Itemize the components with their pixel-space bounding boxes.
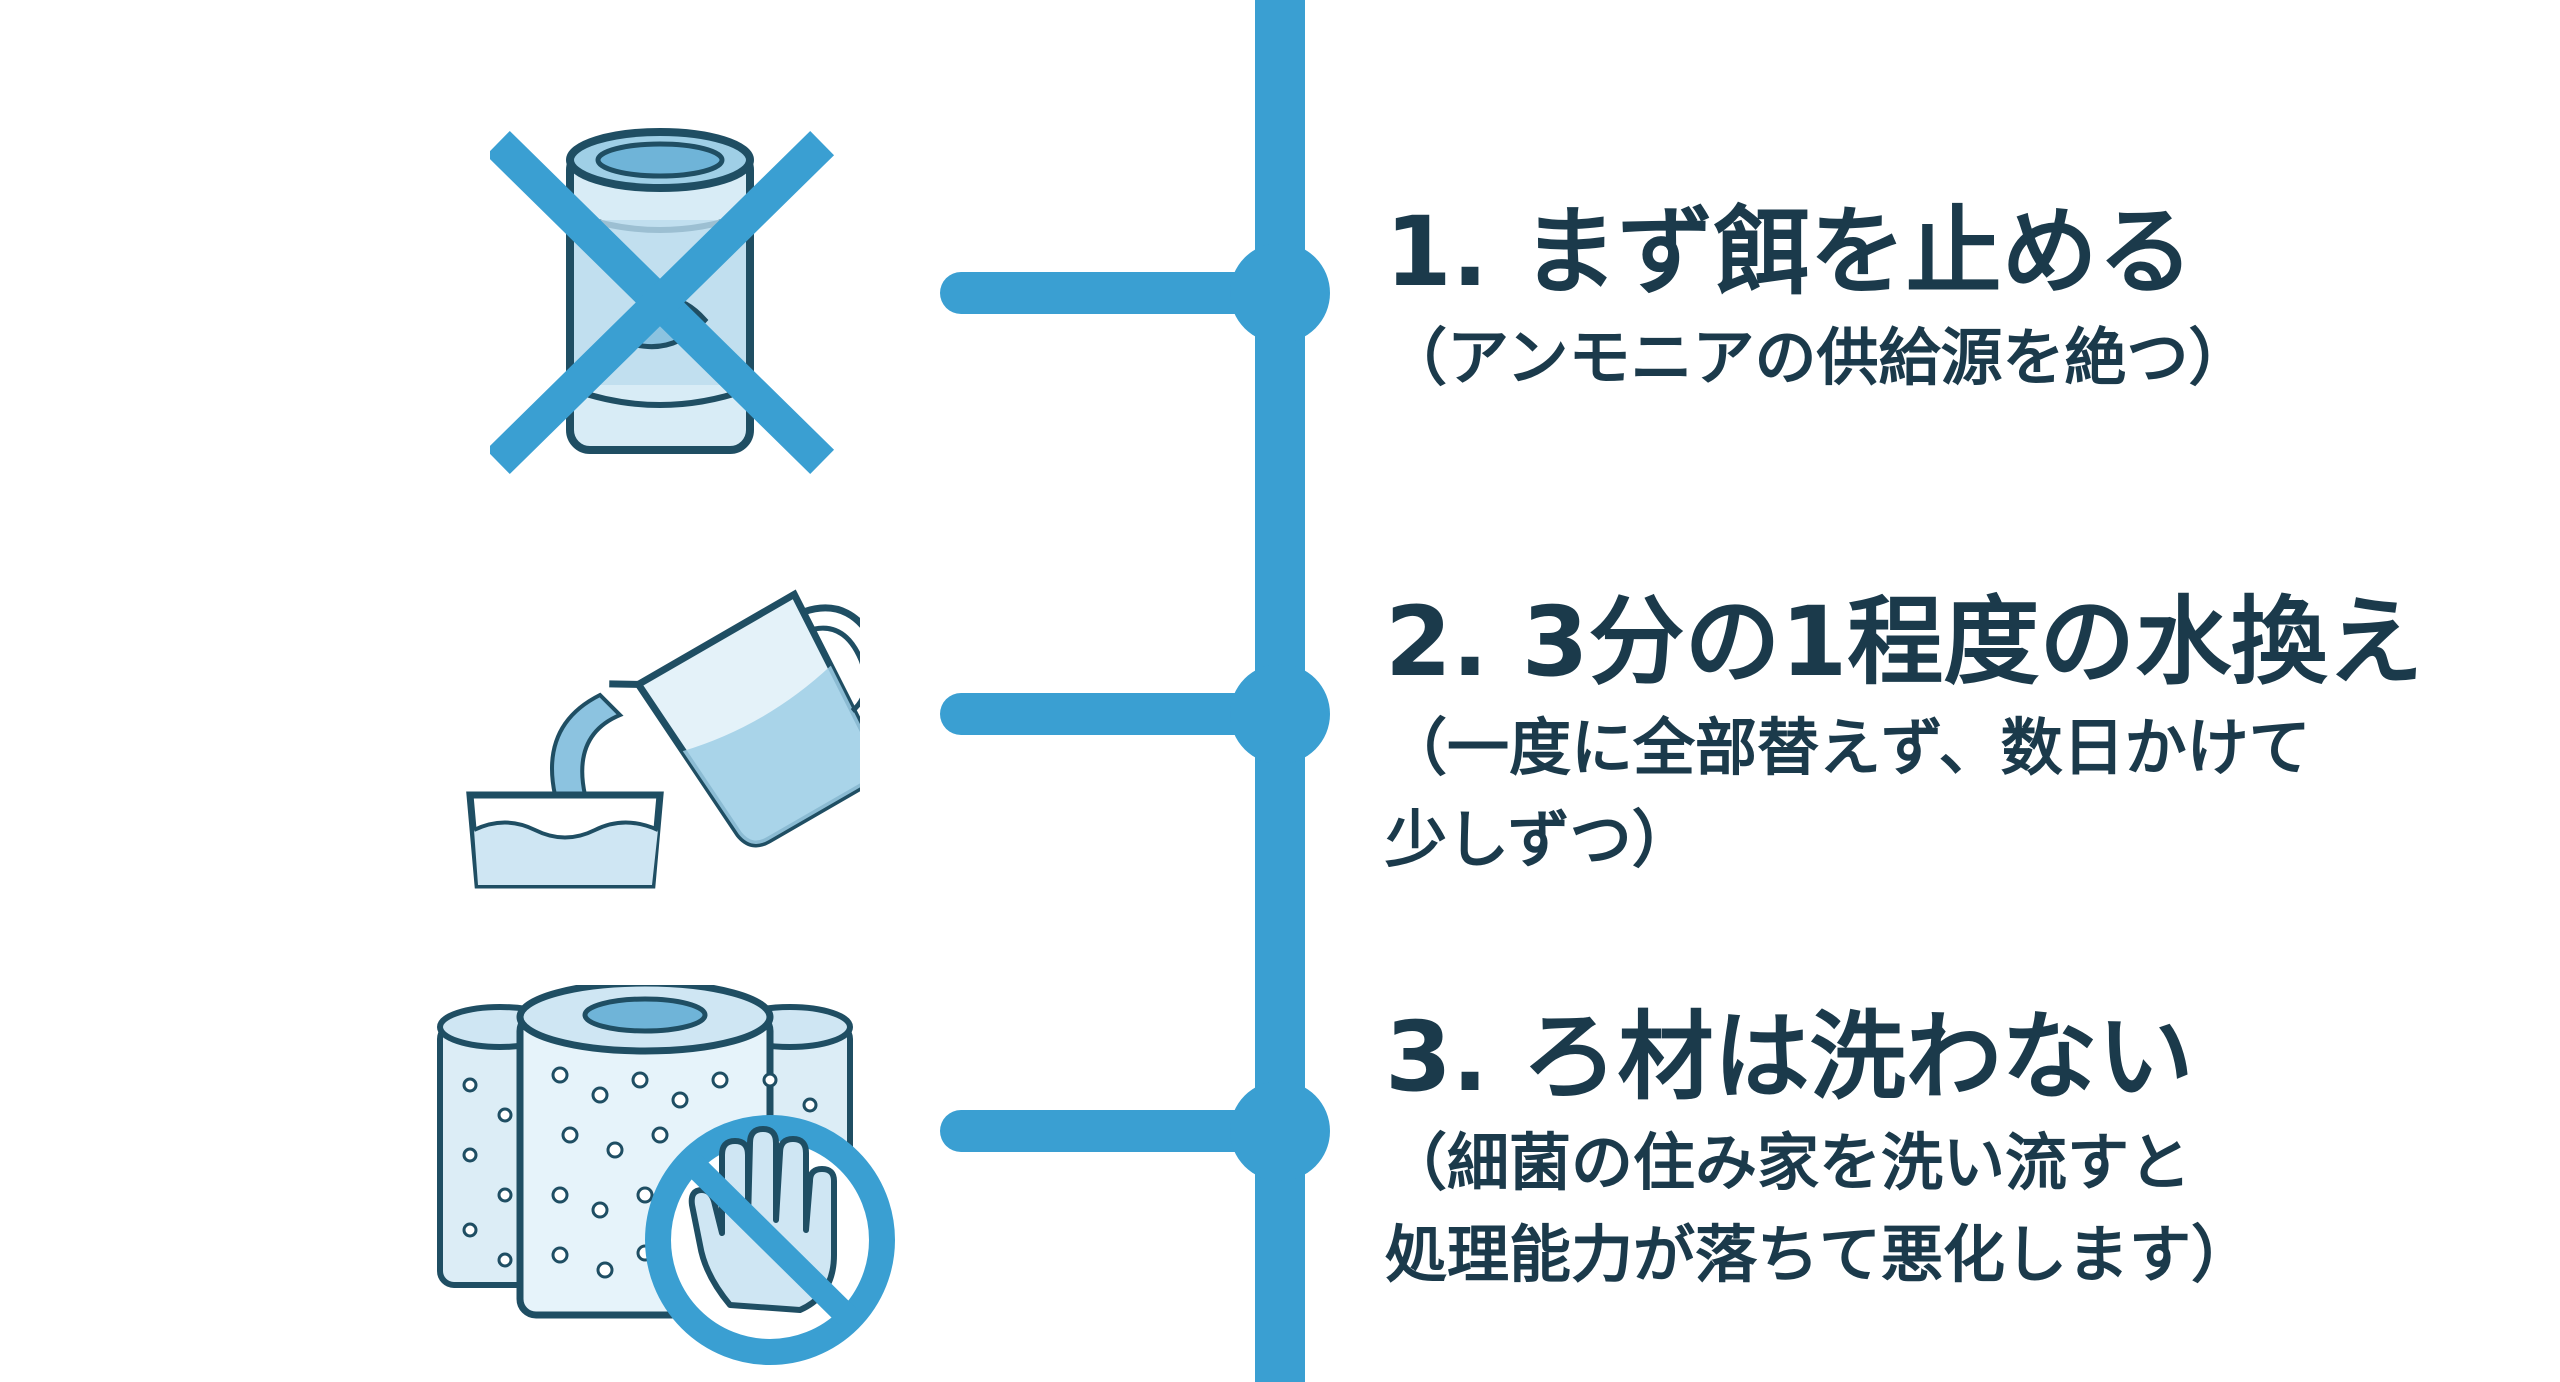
no-food-icon <box>490 120 840 480</box>
step-2-note-line: （一度に全部替えず、数日かけて <box>1385 710 2311 784</box>
connector-step-1 <box>940 272 1270 314</box>
timeline-node-step-3 <box>1230 1081 1330 1181</box>
step-1: 1. まず餌を止める （アンモニアの供給源を絶つ） <box>1385 196 2535 404</box>
step-2-note-line: 少しずつ） <box>1385 802 1694 876</box>
step-3-note: （細菌の住み家を洗い流すと 処理能力が落ちて悪化します） <box>1385 1117 2535 1301</box>
step-3-note-line: （細菌の住み家を洗い流すと <box>1385 1125 2192 1199</box>
step-2-note: （一度に全部替えず、数日かけて 少しずつ） <box>1385 702 2535 886</box>
step-2-title: 2. 3分の1程度の水換え <box>1385 586 2424 698</box>
timeline-node-step-1 <box>1230 243 1330 343</box>
connector-step-3 <box>940 1110 1270 1152</box>
step-3-note-line: 処理能力が落ちて悪化します） <box>1385 1217 2254 1291</box>
step-2: 2. 3分の1程度の水換え （一度に全部替えず、数日かけて 少しずつ） <box>1385 586 2535 886</box>
timeline-node-step-2 <box>1230 664 1330 764</box>
step-3-title: 3. ろ材は洗わない <box>1385 1001 2194 1113</box>
water-pouring-icon <box>460 555 860 905</box>
step-1-note: （アンモニアの供給源を絶つ） <box>1385 312 2535 404</box>
step-1-note-line: （アンモニアの供給源を絶つ） <box>1385 320 2251 394</box>
connector-step-2 <box>940 693 1270 735</box>
step-3: 3. ろ材は洗わない （細菌の住み家を洗い流すと 処理能力が落ちて悪化します） <box>1385 1001 2535 1301</box>
no-wash-filter-icon <box>430 985 910 1365</box>
step-1-title: 1. まず餌を止める <box>1385 196 2194 308</box>
